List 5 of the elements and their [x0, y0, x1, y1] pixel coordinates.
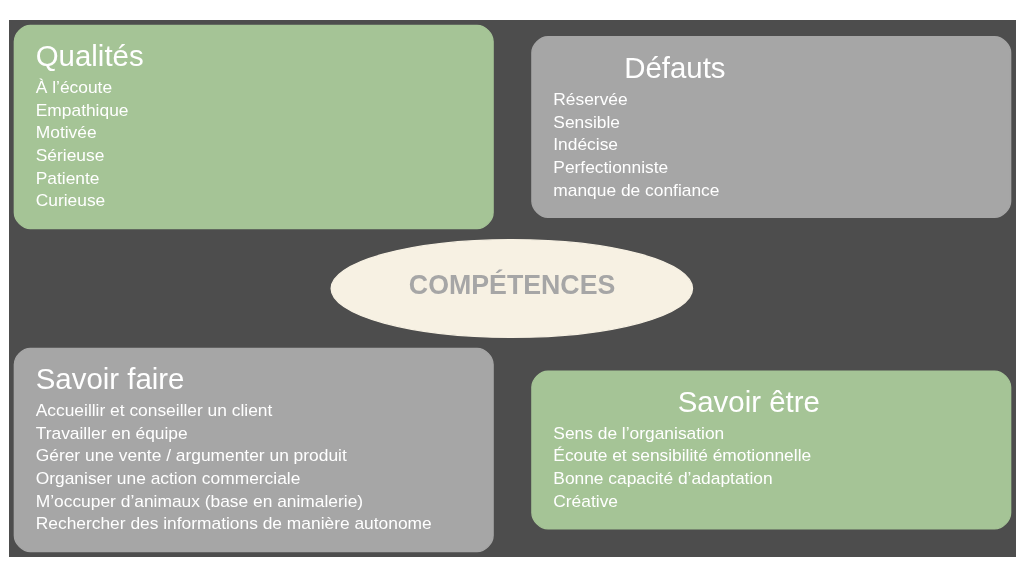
node-box: Savoir être Sens de l’organisation Écoute et sensibilité émotionnelle Bonne capacité d’adaptation Créative	[530, 369, 1011, 530]
node-ellipse: COMPÉTENCES	[329, 238, 693, 338]
node-box: Qualités À l’écoute Empathique Motivée Sérieuse Patiente Curieuse	[13, 24, 494, 229]
node-box: Défauts Réservée Sensible Indécise Perfectionniste manque de confiance	[530, 35, 1011, 218]
node-box: Savoir faire Accueillir et conseiller un client Travailler en équipe Gérer une vente / argumenter un produit Organiser une action commerciale M’occuper d’animaux (base en animalerie) Rechercher des informations de manière autonome	[13, 347, 494, 552]
